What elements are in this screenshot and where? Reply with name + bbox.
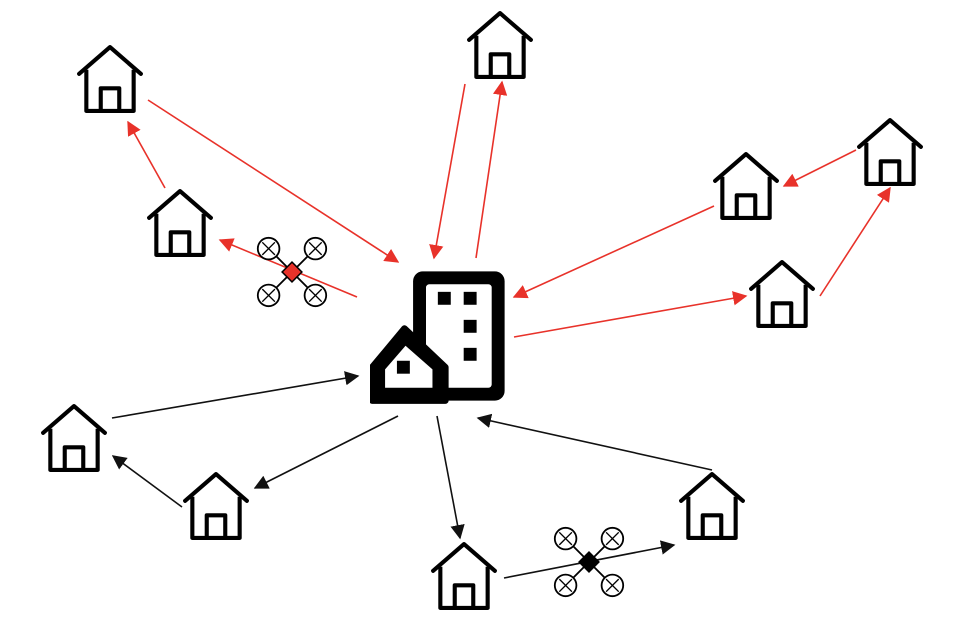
house-icon — [859, 120, 921, 184]
house-icon — [715, 154, 777, 218]
drone-payload-icon — [578, 551, 600, 573]
route-segment — [111, 455, 183, 508]
route-segment — [429, 83, 466, 260]
black-route — [111, 371, 713, 579]
red-drone — [256, 236, 328, 308]
route-segment — [127, 120, 166, 189]
route-segment — [475, 80, 508, 259]
route-segment — [147, 99, 400, 263]
route-segment — [512, 205, 715, 299]
black-drone — [553, 526, 625, 598]
house-icon — [751, 262, 813, 326]
house-icon — [185, 474, 247, 538]
house-icon — [43, 406, 105, 470]
house-icon — [149, 191, 211, 255]
route-segment — [819, 186, 891, 297]
house-icon — [433, 544, 495, 608]
house-icon — [79, 47, 141, 111]
depot-building-icon — [372, 271, 504, 400]
red-route — [127, 80, 891, 338]
route-segment — [513, 291, 748, 338]
route-segment — [476, 413, 713, 471]
route-segment — [111, 371, 360, 419]
route-segment — [253, 415, 399, 489]
house-icon — [469, 13, 531, 77]
route-segment — [782, 149, 857, 187]
drone-payload-icon — [281, 261, 303, 283]
route-segment — [436, 415, 465, 540]
house-icon — [681, 474, 743, 538]
